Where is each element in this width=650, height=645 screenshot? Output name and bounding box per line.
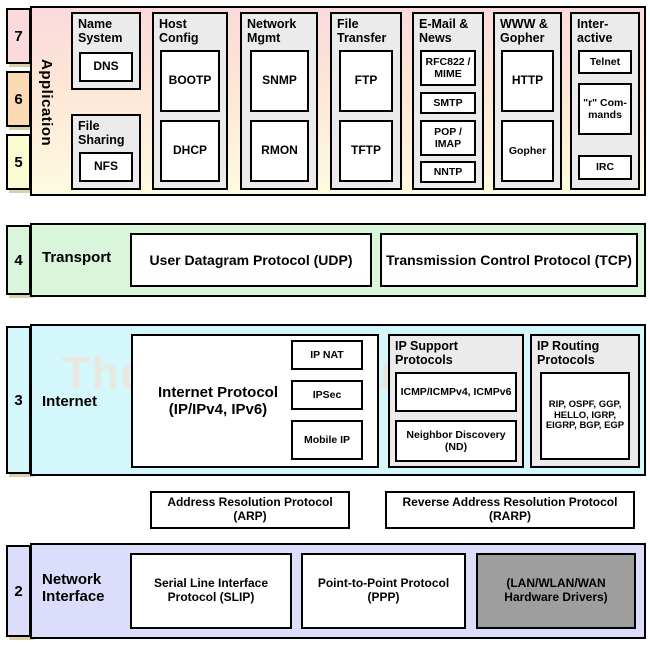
protocol-rarp[interactable]: Reverse Address Resolution Protocol (RAR…: [385, 491, 635, 529]
layer-number-6: 6: [6, 71, 31, 127]
protocol-nntp-label: NNTP: [433, 165, 463, 178]
protocol-bootp[interactable]: BOOTP: [160, 50, 220, 112]
protocol-http-label: HTTP: [511, 73, 544, 88]
layer-number-7-label: 7: [14, 27, 23, 45]
protocol-telnet[interactable]: Telnet: [578, 50, 632, 74]
layer-number-3-label: 3: [14, 391, 23, 409]
protocol-ipsec-label: IPSec: [312, 388, 342, 401]
group-file-transfer-title: File Transfer: [337, 17, 387, 46]
group-network-mgmt-title: Network Mgmt: [247, 17, 297, 46]
protocol-pop-imap-label: POP / IMAP: [434, 125, 462, 150]
protocol-mobile-ip-label: Mobile IP: [303, 433, 351, 446]
protocol-arp-label: Address Resolution Protocol (ARP): [167, 495, 333, 523]
protocol-tftp[interactable]: TFTP: [339, 120, 393, 182]
protocol-ip-nat-label: IP NAT: [310, 348, 344, 361]
group-www-gopher-title: WWW & Gopher: [500, 17, 548, 46]
layer-number-3: 3: [6, 326, 31, 474]
protocol-ppp[interactable]: Point-to-Point Protocol (PPP): [301, 553, 466, 629]
protocol-slip[interactable]: Serial Line Interface Protocol (SLIP): [130, 553, 292, 629]
group-host-config-title: Host Config: [159, 17, 199, 46]
protocol-internet-protocol-label: Internet Protocol (IP/IPv4, IPv6): [157, 383, 278, 418]
protocol-udp-label: User Datagram Protocol (UDP): [149, 251, 353, 268]
transport-layer-name: Transport: [42, 249, 112, 266]
protocol-ftp-label: FTP: [354, 73, 378, 88]
protocol-nfs-label: NFS: [94, 159, 118, 174]
layer-number-5: 5: [6, 134, 31, 190]
protocol-rmon-label: RMON: [261, 143, 298, 158]
protocol-routing-list[interactable]: RIP, OSPF, GGP, HELLO, IGRP, EIGRP, BGP,…: [540, 372, 630, 460]
network-interface-layer-name: Network Interface: [42, 571, 132, 606]
protocol-nntp[interactable]: NNTP: [420, 161, 476, 183]
protocol-tcp[interactable]: Transmission Control Protocol (TCP): [380, 233, 638, 287]
protocol-rmon[interactable]: RMON: [250, 120, 309, 182]
protocol-pop-imap[interactable]: POP / IMAP: [420, 120, 476, 156]
protocol-smtp[interactable]: SMTP: [420, 92, 476, 114]
protocol-http[interactable]: HTTP: [501, 50, 554, 112]
protocol-ftp[interactable]: FTP: [339, 50, 393, 112]
protocol-routing-list-label: RIP, OSPF, GGP, HELLO, IGRP, EIGRP, BGP,…: [545, 398, 625, 432]
protocol-r-commands[interactable]: "r" Com-mands: [578, 83, 632, 135]
layer-number-6-label: 6: [14, 90, 23, 108]
protocol-hardware-drivers-label: (LAN/WLAN/WAN Hardware Drivers): [504, 576, 608, 604]
protocol-ipsec[interactable]: IPSec: [291, 380, 363, 410]
protocol-udp[interactable]: User Datagram Protocol (UDP): [130, 233, 372, 287]
protocol-rarp-label: Reverse Address Resolution Protocol (RAR…: [402, 495, 618, 523]
group-interactive-title-text: Inter-active: [577, 17, 613, 46]
protocol-irc-label: IRC: [595, 161, 615, 174]
group-email-news-title: E-Mail & News: [419, 17, 469, 46]
protocol-smtp-label: SMTP: [433, 96, 463, 109]
protocol-rfc822-mime-label: RFC822 / MIME: [425, 55, 471, 80]
protocol-icmp[interactable]: ICMP/ICMPv4, ICMPv6: [395, 372, 517, 412]
layer-number-5-label: 5: [14, 153, 23, 171]
protocol-rfc822-mime[interactable]: RFC822 / MIME: [420, 50, 476, 86]
group-file-sharing-title: File Sharing: [78, 119, 125, 148]
protocol-snmp[interactable]: SNMP: [250, 50, 309, 112]
protocol-neighbor-discovery[interactable]: Neighbor Discovery (ND): [395, 420, 517, 462]
internet-layer-name: Internet: [42, 393, 98, 410]
protocol-neighbor-discovery-label: Neighbor Discovery (ND): [406, 428, 506, 453]
protocol-r-commands-label: "r" Com-mands: [583, 96, 627, 121]
protocol-nfs[interactable]: NFS: [79, 152, 133, 182]
layer-number-7: 7: [6, 8, 31, 64]
protocol-hardware-drivers[interactable]: (LAN/WLAN/WAN Hardware Drivers): [476, 553, 636, 629]
layer-number-4-label: 4: [14, 251, 23, 269]
group-name-system-title: Name System: [78, 17, 123, 46]
layer-number-2: 2: [6, 545, 31, 637]
protocol-tcp-label: Transmission Control Protocol (TCP): [386, 251, 632, 268]
protocol-bootp-label: BOOTP: [168, 73, 212, 88]
protocol-snmp-label: SNMP: [262, 73, 297, 88]
layer-number-2-label: 2: [14, 582, 23, 600]
layer-number-4: 4: [6, 225, 31, 295]
protocol-ppp-label: Point-to-Point Protocol (PPP): [317, 576, 450, 604]
protocol-dhcp[interactable]: DHCP: [160, 120, 220, 182]
protocol-tftp-label: TFTP: [351, 143, 381, 158]
protocol-dhcp-label: DHCP: [172, 143, 207, 158]
group-ip-support-protocols-title: IP Support Protocols: [395, 339, 458, 368]
protocol-icmp-label: ICMP/ICMPv4, ICMPv6: [400, 385, 512, 398]
group-interactive-title: Inter-active: [577, 17, 635, 46]
protocol-gopher-label: Gopher: [508, 144, 547, 157]
network-interface-layer-name-text: Network Interface: [42, 571, 105, 605]
protocol-dns[interactable]: DNS: [79, 52, 133, 82]
group-ip-routing-protocols-title: IP Routing Protocols: [537, 339, 600, 368]
application-layer-name: Application: [38, 59, 55, 147]
protocol-telnet-label: Telnet: [589, 55, 621, 68]
protocol-ip-nat[interactable]: IP NAT: [291, 340, 363, 370]
protocol-mobile-ip[interactable]: Mobile IP: [291, 420, 363, 460]
protocol-gopher[interactable]: Gopher: [501, 120, 554, 182]
protocol-dns-label: DNS: [93, 59, 119, 74]
protocol-irc[interactable]: IRC: [578, 155, 632, 180]
protocol-arp[interactable]: Address Resolution Protocol (ARP): [150, 491, 350, 529]
protocol-slip-label: Serial Line Interface Protocol (SLIP): [153, 576, 269, 604]
